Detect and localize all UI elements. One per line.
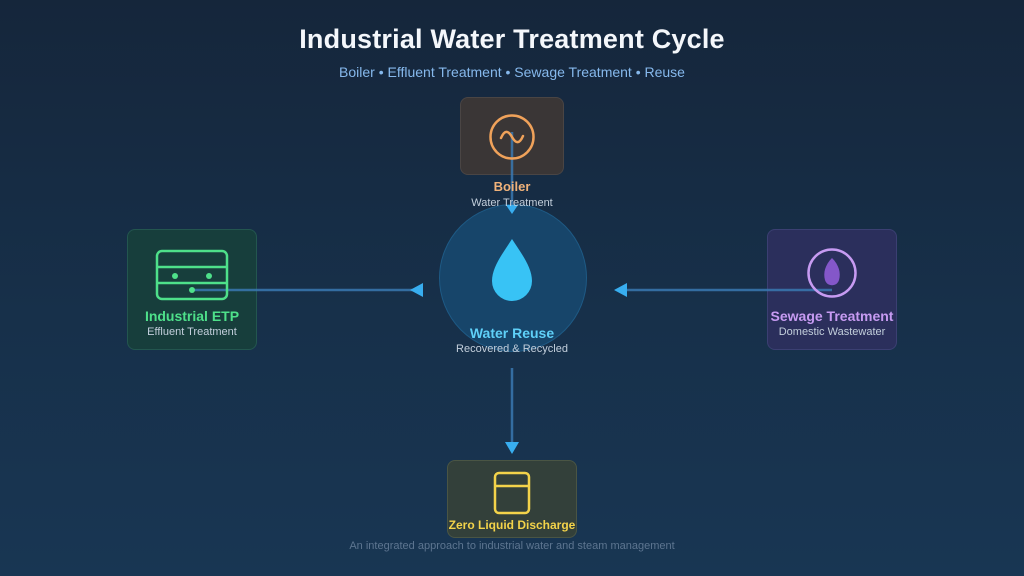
sewage-title: Sewage Treatment — [770, 308, 894, 324]
filter-tank-icon — [155, 249, 229, 301]
leaf-icon — [807, 248, 857, 298]
arrow-into-zld — [505, 442, 519, 454]
arrow-into-reuse-right — [614, 283, 627, 297]
sine-wave-icon — [489, 114, 535, 160]
page-title: Industrial Water Treatment Cycle — [299, 24, 725, 54]
container-icon — [493, 471, 531, 515]
boiler-subtitle: Water Treatment — [471, 197, 553, 209]
etp-title: Industrial ETP — [144, 308, 240, 324]
boiler-title: Boiler — [493, 179, 531, 194]
etp-subtitle: Effluent Treatment — [147, 326, 237, 338]
reuse-title: Water Reuse — [469, 325, 555, 341]
water-drop-icon — [492, 239, 532, 301]
zld-title: Zero Liquid Discharge — [448, 518, 576, 532]
sewage-subtitle: Domestic Wastewater — [778, 326, 886, 338]
arrow-into-reuse-top — [506, 205, 518, 214]
page-subtitle: Boiler • Effluent Treatment • Sewage Tre… — [339, 64, 685, 80]
arrow-into-etp-left — [410, 283, 423, 297]
footer-caption: An integrated approach to industrial wat… — [349, 540, 675, 552]
reuse-subtitle: Recovered & Recycled — [456, 343, 568, 355]
